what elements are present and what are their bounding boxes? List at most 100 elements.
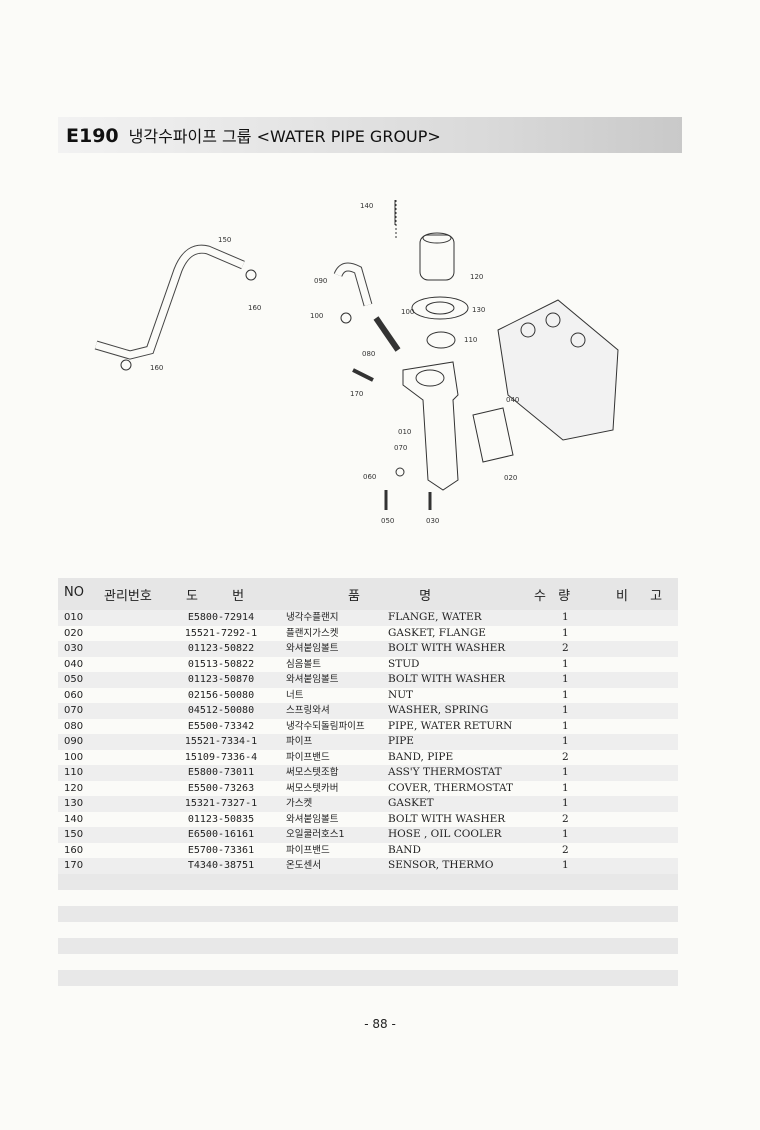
cell-korean-name: 파이프밴드 bbox=[286, 751, 330, 763]
cell-part-number: E5700-73361 bbox=[187, 844, 255, 856]
exploded-parts-diagram: 140 150 120 090 130 100 100 160 110 080 … bbox=[94, 200, 619, 525]
diagram-callouts: 140 150 120 090 130 100 100 160 110 080 … bbox=[150, 202, 519, 525]
callout-label: 090 bbox=[314, 277, 327, 285]
cell-part-number: 15521-7292-1 bbox=[184, 627, 258, 639]
nut-060 bbox=[395, 467, 405, 477]
cell-quantity: 1 bbox=[562, 611, 569, 623]
header-remarks: 비 고 bbox=[616, 589, 663, 604]
cell-no: 160 bbox=[64, 844, 84, 856]
header-no: NO bbox=[64, 585, 84, 600]
cell-english-name: BOLT WITH WASHER bbox=[388, 673, 506, 685]
hose-band-lower bbox=[120, 359, 132, 371]
cell-korean-name: 냉각수플랜지 bbox=[286, 612, 339, 623]
cell-english-name: ASS'Y THERMOSTAT bbox=[388, 766, 502, 778]
cell-no: 060 bbox=[64, 689, 84, 701]
callout-label: 030 bbox=[426, 517, 439, 525]
cell-english-name: BAND, PIPE bbox=[388, 750, 454, 763]
callout-label: 100 bbox=[310, 312, 323, 320]
table-filler bbox=[58, 873, 678, 890]
cell-english-name: SENSOR, THERMO bbox=[388, 859, 494, 871]
cell-quantity: 1 bbox=[562, 626, 569, 639]
callout-label: 150 bbox=[218, 236, 231, 244]
thermostat-cover bbox=[419, 234, 455, 281]
cell-no: 130 bbox=[64, 798, 84, 809]
callout-label: 070 bbox=[394, 444, 407, 452]
cell-english-name: PIPE, WATER RETURN bbox=[388, 719, 513, 732]
cell-no: 150 bbox=[64, 829, 84, 840]
callout-label: 110 bbox=[464, 336, 477, 344]
cell-english-name: GASKET, FLANGE bbox=[388, 626, 486, 639]
callout-label: 040 bbox=[506, 396, 519, 404]
callout-label: 120 bbox=[470, 273, 483, 281]
callout-label: 050 bbox=[381, 517, 394, 525]
title-bar bbox=[58, 117, 682, 153]
cell-no: 070 bbox=[64, 705, 84, 716]
cell-part-number: 15109-7336-4 bbox=[184, 751, 258, 763]
cell-quantity: 2 bbox=[562, 843, 569, 856]
hose-band-upper bbox=[245, 269, 257, 281]
cell-korean-name: 와셔붙임볼트 bbox=[286, 813, 339, 825]
callout-label: 170 bbox=[350, 390, 363, 398]
table-filler bbox=[58, 969, 678, 986]
cell-part-number: E5800-73011 bbox=[187, 767, 255, 778]
cell-part-number: E5800-72914 bbox=[187, 612, 255, 623]
cell-english-name: HOSE , OIL COOLER bbox=[388, 828, 502, 840]
cell-part-number: 02156-50080 bbox=[187, 689, 255, 701]
cell-korean-name: 스프링와셔 bbox=[286, 705, 330, 716]
return-pipe bbox=[373, 316, 401, 352]
cell-part-number: 01123-50870 bbox=[187, 674, 255, 685]
callout-label: 020 bbox=[504, 474, 517, 482]
cell-no: 170 bbox=[64, 860, 84, 871]
callout-label: 160 bbox=[248, 304, 261, 312]
cell-english-name: GASKET bbox=[388, 797, 434, 809]
cell-english-name: BOLT WITH WASHER bbox=[388, 642, 506, 654]
cell-quantity: 2 bbox=[562, 812, 569, 825]
cell-no: 100 bbox=[64, 751, 84, 763]
cell-korean-name: 냉각수되돌림파이프 bbox=[286, 720, 365, 732]
cell-english-name: PIPE bbox=[388, 735, 414, 747]
section-code: E190 bbox=[66, 125, 119, 147]
cell-english-name: BAND bbox=[388, 843, 421, 856]
header-name: 품 명 bbox=[348, 589, 432, 604]
cell-no: 020 bbox=[64, 627, 84, 639]
cell-no: 030 bbox=[64, 643, 84, 654]
cell-no: 110 bbox=[64, 767, 84, 778]
cylinder-head bbox=[497, 299, 619, 441]
cell-quantity: 1 bbox=[562, 673, 569, 685]
cell-part-number: 15521-7334-1 bbox=[184, 736, 258, 747]
cell-korean-name: 써모스텟조합 bbox=[286, 767, 339, 778]
cell-korean-name: 파이프 bbox=[286, 736, 313, 747]
cell-part-number: 01513-50822 bbox=[187, 658, 255, 670]
cell-english-name: WASHER, SPRING bbox=[388, 704, 489, 716]
cell-korean-name: 가스켓 bbox=[286, 798, 313, 809]
cell-english-name: NUT bbox=[388, 688, 414, 701]
cell-quantity: 1 bbox=[562, 657, 569, 670]
cell-part-number: T4340-38751 bbox=[187, 860, 255, 871]
cell-quantity: 1 bbox=[562, 735, 569, 747]
cell-korean-name: 온도센서 bbox=[286, 860, 321, 871]
cell-quantity: 1 bbox=[562, 704, 569, 716]
cell-korean-name: 플랜지가스켓 bbox=[286, 627, 339, 639]
cell-no: 120 bbox=[64, 782, 84, 794]
callout-label: 060 bbox=[363, 473, 376, 481]
cell-korean-name: 심음볼트 bbox=[286, 658, 321, 670]
header-drawing: 도 번 bbox=[186, 589, 245, 604]
cell-no: 080 bbox=[64, 720, 84, 732]
cell-quantity: 1 bbox=[562, 781, 569, 794]
callout-label: 010 bbox=[398, 428, 411, 436]
